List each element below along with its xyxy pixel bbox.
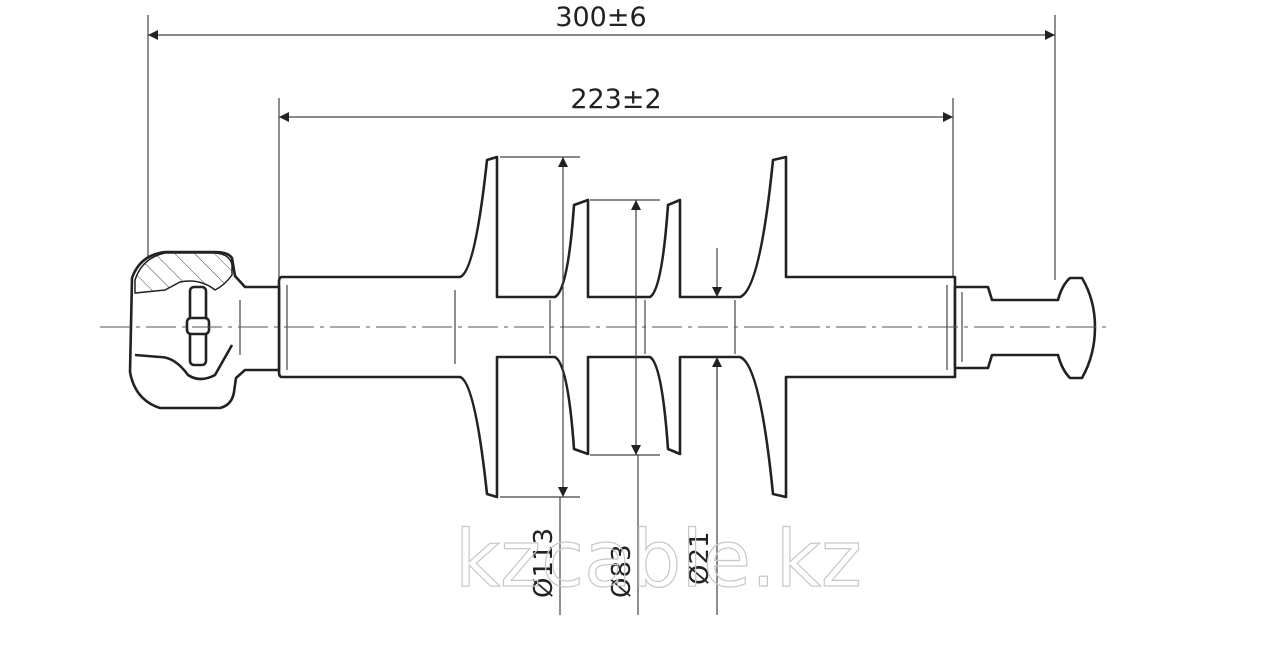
dimension-overall-label: 300±6 bbox=[555, 2, 646, 33]
large-shed-diameter-label: Ø113 bbox=[529, 528, 559, 598]
right-end-fitting bbox=[953, 276, 1097, 380]
dimension-core: Ø21 bbox=[685, 248, 722, 585]
small-shed-diameter-label: Ø83 bbox=[607, 544, 637, 598]
dimension-small-shed: Ø83 bbox=[607, 200, 641, 598]
dimension-insulating-label: 223±2 bbox=[570, 84, 661, 115]
watermark: kzcable.kz bbox=[455, 515, 862, 605]
dimension-large-shed: Ø113 bbox=[529, 157, 568, 598]
dimension-overall: 300±6 bbox=[148, 2, 1055, 40]
core-diameter-label: Ø21 bbox=[685, 531, 715, 585]
dimension-insulating: 223±2 bbox=[279, 84, 953, 122]
extension-lines bbox=[147, 15, 1056, 615]
hatched-section bbox=[134, 252, 233, 294]
